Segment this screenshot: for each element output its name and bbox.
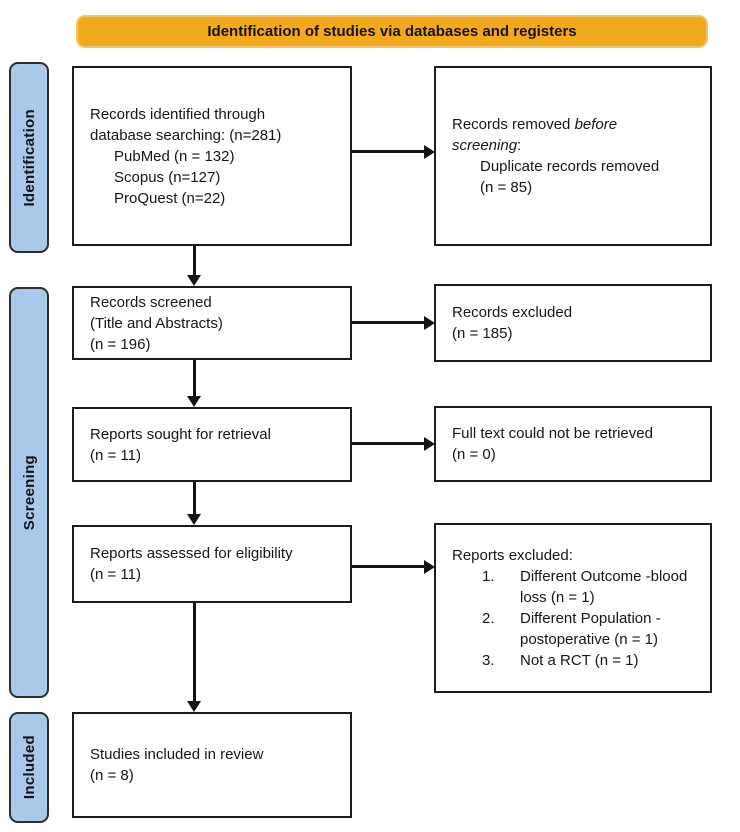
- text-line: (n = 11): [90, 566, 141, 583]
- list-item-number: 3.: [482, 652, 495, 669]
- right-arrow-line: [352, 150, 425, 153]
- down-arrow-line: [193, 603, 196, 701]
- stage-label-screening: Screening: [20, 454, 38, 531]
- right-arrow-head-icon: [424, 316, 435, 330]
- text-line: (n = 0): [452, 446, 496, 463]
- text-line: (n = 8): [90, 767, 134, 784]
- down-arrow-line: [193, 360, 196, 396]
- down-arrow-head-icon: [187, 275, 201, 286]
- text-segment: :: [517, 137, 522, 154]
- down-arrow-head-icon: [187, 396, 201, 407]
- text-segment-italic: before: [574, 116, 618, 133]
- list-item-number: 2.: [482, 610, 495, 627]
- text-line: PubMed (n = 132): [114, 147, 235, 165]
- right-arrow-head-icon: [424, 145, 435, 159]
- box-records-screened: Records screened (Title and Abstracts) (…: [72, 286, 352, 360]
- text-line: Records screened: [90, 293, 212, 311]
- box-reports-excluded: Reports excluded: 1. Different Outcome -…: [434, 523, 712, 693]
- list-item-text: Different Population - postoperative (n …: [520, 610, 661, 648]
- stage-bar-included: Included: [9, 712, 49, 823]
- box-records-excluded: Records excluded (n = 185): [434, 284, 712, 362]
- text-line: (n = 85): [480, 179, 533, 196]
- stage-bar-identification: Identification: [9, 62, 49, 253]
- down-arrow-line: [193, 246, 196, 276]
- text-line: screening:: [452, 135, 704, 156]
- text-line: (n = 185): [452, 325, 513, 342]
- text-line: Reports sought for retrieval: [90, 425, 271, 443]
- right-arrow-head-icon: [424, 437, 435, 451]
- list-item-number: 1.: [482, 568, 495, 585]
- down-arrow-head-icon: [187, 514, 201, 525]
- stage-label-identification: Identification: [20, 108, 38, 207]
- text-line: ProQuest (n=22): [114, 189, 226, 207]
- right-arrow-head-icon: [424, 560, 435, 574]
- text-line: (n = 196): [90, 335, 151, 353]
- text-segment: Records removed: [452, 116, 571, 133]
- text-line: (n = 11): [90, 446, 141, 464]
- list-item: 1. Different Outcome -blood loss (n = 1): [482, 566, 704, 608]
- text-line: Studies included in review: [90, 746, 264, 763]
- down-arrow-line: [193, 482, 196, 514]
- right-arrow-line: [352, 321, 425, 324]
- text-line: database searching: (n=281): [90, 126, 282, 144]
- box-fulltext-not-retrieved: Full text could not be retrieved (n = 0): [434, 406, 712, 482]
- box-studies-included: Studies included in review (n = 8): [72, 712, 352, 818]
- text-line: Reports excluded:: [452, 547, 573, 564]
- box-reports-assessed: Reports assessed for eligibility (n = 11…: [72, 525, 352, 603]
- text-line: Reports assessed for eligibility: [90, 545, 293, 562]
- box-records-identified: Records identified through database sear…: [72, 66, 352, 246]
- list-item: 3. Not a RCT (n = 1): [482, 650, 704, 671]
- text-line: Records excluded: [452, 304, 573, 321]
- text-line: Duplicate records removed: [480, 158, 660, 175]
- right-arrow-line: [352, 565, 425, 568]
- text-line: Records removed before: [452, 114, 704, 135]
- box-records-removed: Records removed before screening: Duplic…: [434, 66, 712, 246]
- banner-title: Identification of studies via databases …: [76, 15, 708, 48]
- text-line: Scopus (n=127): [114, 168, 221, 186]
- list-item-text: Not a RCT (n = 1): [520, 652, 639, 669]
- right-arrow-line: [352, 442, 425, 445]
- stage-label-included: Included: [20, 735, 38, 800]
- list-item-text: Different Outcome -blood loss (n = 1): [520, 568, 688, 606]
- text-line: Full text could not be retrieved: [452, 425, 653, 442]
- text-segment-italic: screening: [452, 137, 518, 154]
- text-line: (Title and Abstracts): [90, 314, 223, 332]
- down-arrow-head-icon: [187, 701, 201, 712]
- stage-bar-screening: Screening: [9, 287, 49, 698]
- text-line: Records identified through: [90, 105, 266, 123]
- box-reports-sought: Reports sought for retrieval (n = 11): [72, 407, 352, 482]
- list-item: 2. Different Population - postoperative …: [482, 608, 704, 650]
